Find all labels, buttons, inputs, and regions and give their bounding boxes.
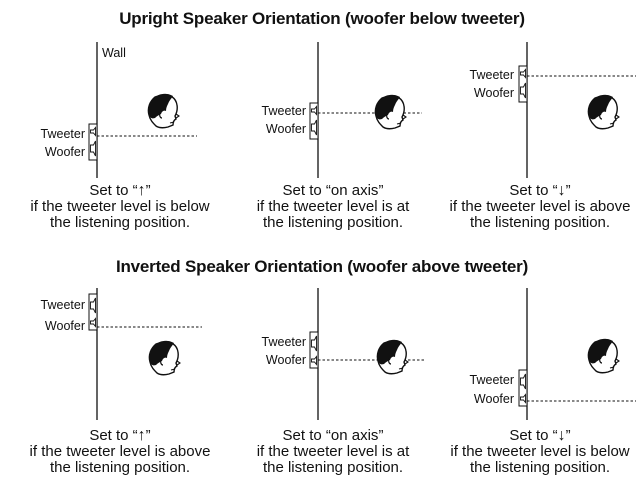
listener-head-icon xyxy=(587,338,620,374)
inverted-caption-2: Set to “on axis” if the tweeter level is… xyxy=(256,427,410,476)
arrow-up-icon: ↑ xyxy=(137,182,146,199)
listener-head-icon xyxy=(374,94,407,130)
wall-label: Wall xyxy=(102,46,126,60)
upright-panel-1 xyxy=(88,42,197,178)
tweeter-label: Tweeter xyxy=(40,298,85,312)
upright-caption-3: Set to “↓” if the tweeter level is above… xyxy=(449,182,631,231)
tweeter-label: Tweeter xyxy=(469,68,514,82)
speaker-icon xyxy=(88,293,98,331)
woofer-label: Woofer xyxy=(265,353,306,367)
inverted-panel-2 xyxy=(309,288,424,420)
arrow-up-icon: ↑ xyxy=(137,427,146,444)
inverted-caption-1: Set to “↑” if the tweeter level is above… xyxy=(29,427,211,476)
inverted-section-title: Inverted Speaker Orientation (woofer abo… xyxy=(115,257,529,276)
woofer-label: Woofer xyxy=(473,86,514,100)
inverted-caption-3: Set to “↓” if the tweeter level is below… xyxy=(450,427,630,476)
tweeter-label: Tweeter xyxy=(261,104,306,118)
upright-caption-1: Set to “↑” if the tweeter level is below… xyxy=(30,182,210,231)
upright-panel-3 xyxy=(518,42,636,178)
tweeter-label: Tweeter xyxy=(469,373,514,387)
listener-head-icon xyxy=(148,340,181,376)
upright-caption-2: Set to “on axis” if the tweeter level is… xyxy=(256,182,410,231)
listener-head-icon xyxy=(147,93,180,129)
woofer-label: Woofer xyxy=(44,145,85,159)
speaker-icon xyxy=(518,65,528,103)
inverted-panel-1 xyxy=(88,288,202,420)
woofer-label: Woofer xyxy=(473,392,514,406)
inverted-panel-3 xyxy=(518,288,636,420)
upright-section-title: Upright Speaker Orientation (woofer belo… xyxy=(119,9,525,28)
tweeter-label: Tweeter xyxy=(40,127,85,141)
speaker-icon xyxy=(309,331,319,369)
speaker-icon xyxy=(88,123,98,161)
tweeter-label: Tweeter xyxy=(261,335,306,349)
speaker-icon xyxy=(518,369,528,407)
woofer-label: Woofer xyxy=(44,319,85,333)
arrow-down-icon: ↓ xyxy=(557,427,566,444)
speaker-icon xyxy=(309,102,319,140)
listener-head-icon xyxy=(376,339,409,375)
woofer-label: Woofer xyxy=(265,122,306,136)
listener-head-icon xyxy=(587,94,620,130)
upright-panel-2 xyxy=(309,42,422,178)
arrow-down-icon: ↓ xyxy=(557,182,566,199)
